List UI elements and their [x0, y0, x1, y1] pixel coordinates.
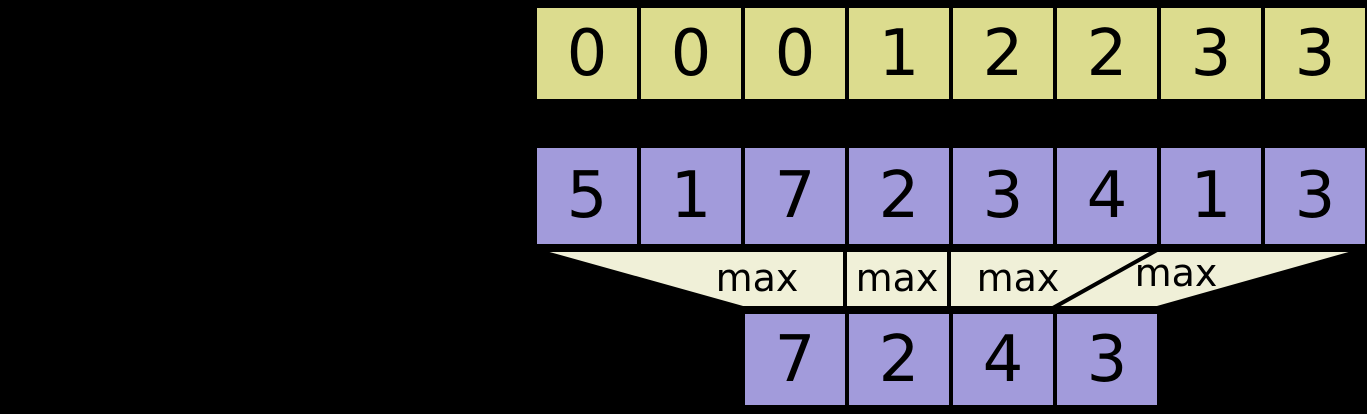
data-cell: 7	[745, 148, 845, 244]
output-row: 7 2 4 3	[741, 310, 1161, 409]
max-label: max	[976, 256, 1060, 300]
output-cell: 3	[1057, 314, 1157, 405]
segment-id-cell: 3	[1161, 8, 1261, 99]
segment-id-cell: 0	[745, 8, 845, 99]
output-cell: 7	[745, 314, 845, 405]
data-cell: 4	[1057, 148, 1157, 244]
data-cell: 3	[1265, 148, 1365, 244]
max-label: max	[1134, 251, 1218, 295]
data-cell: 5	[537, 148, 637, 244]
segment-ids-row: 0 0 0 1 2 2 3 3	[533, 4, 1367, 103]
max-label: max	[855, 256, 939, 300]
data-cell: 3	[953, 148, 1053, 244]
funnel-shape-segment-3	[1045, 248, 1364, 310]
data-cell: 1	[641, 148, 741, 244]
segment-id-cell: 0	[641, 8, 741, 99]
segment-id-cell: 1	[849, 8, 949, 99]
segment-id-cell: 0	[537, 8, 637, 99]
segment-id-cell: 2	[953, 8, 1053, 99]
data-cell: 1	[1161, 148, 1261, 244]
output-cell: 4	[953, 314, 1053, 405]
funnel-shape-segment-0	[534, 248, 847, 310]
output-cell: 2	[849, 314, 949, 405]
data-cell: 2	[849, 148, 949, 244]
max-label: max	[715, 256, 799, 300]
segment-id-cell: 2	[1057, 8, 1157, 99]
segment-id-cell: 3	[1265, 8, 1365, 99]
data-row: 5 1 7 2 3 4 1 3	[533, 144, 1367, 248]
